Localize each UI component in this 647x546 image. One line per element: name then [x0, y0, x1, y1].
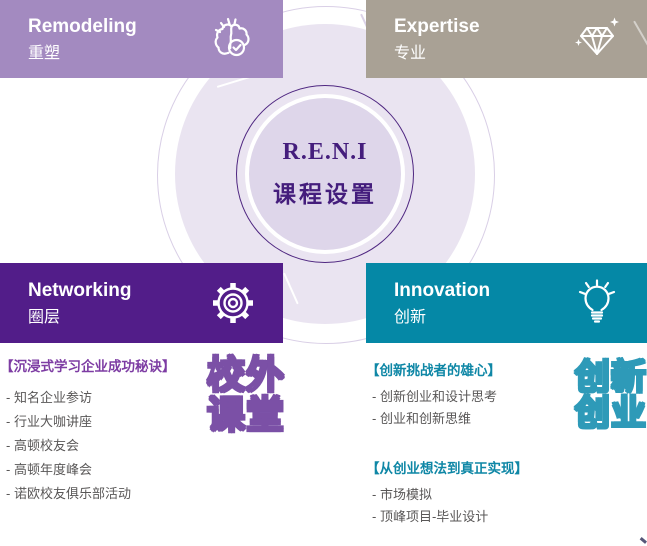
- watermark-innovation: 创新 创业: [570, 358, 647, 433]
- list-item: 市场模拟: [372, 484, 591, 506]
- center-subtitle: 课程设置: [273, 182, 377, 207]
- quadrant-networking: Networking 圈层: [0, 263, 283, 343]
- diamond-icon: [575, 17, 619, 55]
- quadrant-subtitle: 创新: [394, 308, 427, 326]
- brain-icon: [214, 17, 250, 57]
- list-items: 知名企业参访 行业大咖讲座 高顿校友会 高顿年度峰会 诺欧校友俱乐部活动: [0, 386, 195, 506]
- list-item: 创新创业和设计思考: [372, 386, 591, 408]
- list-header: 【创新挑战者的雄心】: [366, 363, 501, 378]
- watermark-line: 课堂: [206, 395, 285, 437]
- list-item: 行业大咖讲座: [6, 410, 195, 434]
- quadrant-networking-text: Networking 圈层: [28, 280, 131, 327]
- quadrant-subtitle: 圈层: [28, 308, 61, 326]
- quadrant-title: Remodeling: [28, 15, 137, 37]
- innovation-detail-group2: 【从创业想法到真正实现】 市场模拟 顶峰项目-毕业设计: [366, 460, 591, 528]
- list-items: 创新创业和设计思考 创业和创新思维: [366, 386, 591, 430]
- list-item: 知名企业参访: [6, 386, 195, 410]
- list-item: 诺欧校友俱乐部活动: [6, 482, 195, 506]
- networking-detail-list: 【沉浸式学习企业成功秘诀】 知名企业参访 行业大咖讲座 高顿校友会 高顿年度峰会…: [0, 358, 195, 506]
- list-item: 顶峰项目-毕业设计: [372, 506, 591, 528]
- quadrant-remodeling-text: Remodeling 重塑: [28, 16, 137, 63]
- watermark-line: 校外: [206, 355, 285, 397]
- watermark-offcampus: 校外 课堂: [196, 355, 296, 437]
- quadrant-title: Networking: [28, 279, 132, 301]
- quadrant-expertise-text: Expertise 专业: [394, 16, 480, 63]
- quadrant-subtitle: 专业: [394, 44, 427, 62]
- quadrant-subtitle: 重塑: [28, 44, 61, 62]
- corner-mark: [640, 537, 647, 544]
- innovation-detail-list: 【创新挑战者的雄心】 创新创业和设计思考 创业和创新思维 【从创业想法到真正实现…: [366, 362, 591, 528]
- watermark-line: 创业: [574, 394, 647, 433]
- quadrant-title: Innovation: [394, 279, 491, 301]
- center-title: R.E.N.I: [282, 139, 368, 165]
- quadrant-expertise: Expertise 专业: [366, 0, 647, 78]
- quadrant-remodeling: Remodeling 重塑: [0, 0, 283, 78]
- quadrant-innovation: Innovation 创新: [366, 263, 647, 343]
- lightbulb-icon: [578, 279, 616, 323]
- outer-faint-circle: [157, 6, 495, 344]
- gear-icon: [213, 283, 253, 323]
- watermark-line: 创新: [574, 358, 647, 397]
- list-items: 市场模拟 顶峰项目-毕业设计: [366, 484, 591, 528]
- quadrant-innovation-text: Innovation 创新: [394, 280, 490, 327]
- inner-disc: [245, 94, 405, 254]
- list-header: 【从创业想法到真正实现】: [366, 461, 528, 476]
- quadrant-title: Expertise: [394, 15, 480, 37]
- purple-ring: [236, 85, 414, 263]
- list-item: 创业和创新思维: [372, 408, 591, 430]
- center-label: R.E.N.I 课程设置: [236, 85, 414, 263]
- list-item: 高顿校友会: [6, 434, 195, 458]
- list-item: 高顿年度峰会: [6, 458, 195, 482]
- list-header: 【沉浸式学习企业成功秘诀】: [0, 359, 176, 374]
